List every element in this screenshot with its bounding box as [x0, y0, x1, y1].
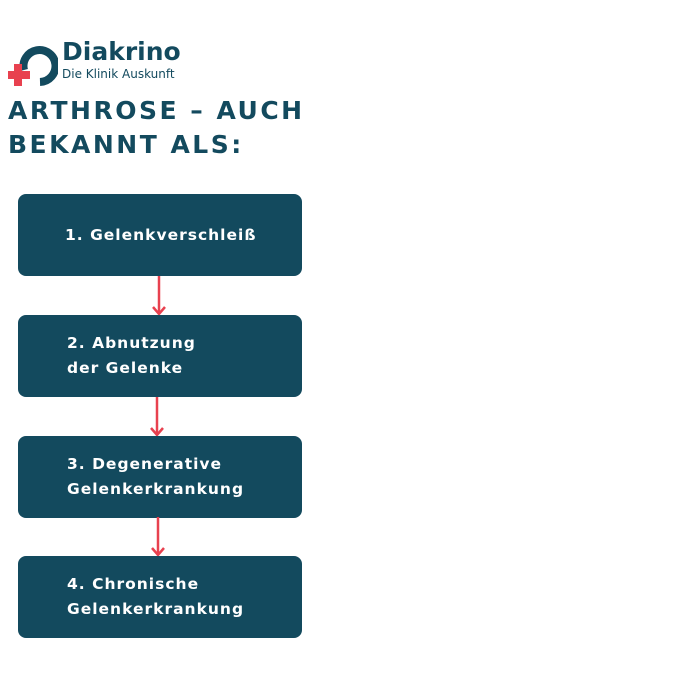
page-title-line-1: ARTHROSE – AUCH [8, 96, 305, 125]
arrow-down-icon [151, 517, 165, 557]
page-title: ARTHROSE – AUCH BEKANNT ALS: [8, 94, 305, 162]
arrow-down-icon [150, 397, 164, 437]
step-4-line-1: 4. Chronische [67, 575, 200, 593]
step-box-4: 4. Chronische Gelenkerkrankung [18, 556, 302, 638]
step-3-line-2: Gelenkerkrankung [67, 480, 245, 498]
brand-name: Diakrino [62, 37, 181, 66]
step-box-2: 2. Abnutzung der Gelenke [18, 315, 302, 397]
step-2-line-2: der Gelenke [67, 359, 184, 377]
arrow-down-icon [152, 276, 166, 316]
brand-tagline: Die Klinik Auskunft [62, 67, 175, 81]
step-1-line-1: 1. Gelenkverschleiß [65, 225, 257, 244]
step-box-1: 1. Gelenkverschleiß [18, 194, 302, 276]
diakrino-logo-icon [8, 46, 58, 86]
step-2-line-1: 2. Abnutzung [67, 334, 196, 352]
brand-logo: Diakrino Die Klinik Auskunft [8, 37, 208, 87]
step-3-line-1: 3. Degenerative [67, 455, 223, 473]
page-title-line-2: BEKANNT ALS: [8, 130, 244, 159]
step-4-line-2: Gelenkerkrankung [67, 600, 245, 618]
step-box-3: 3. Degenerative Gelenkerkrankung [18, 436, 302, 518]
